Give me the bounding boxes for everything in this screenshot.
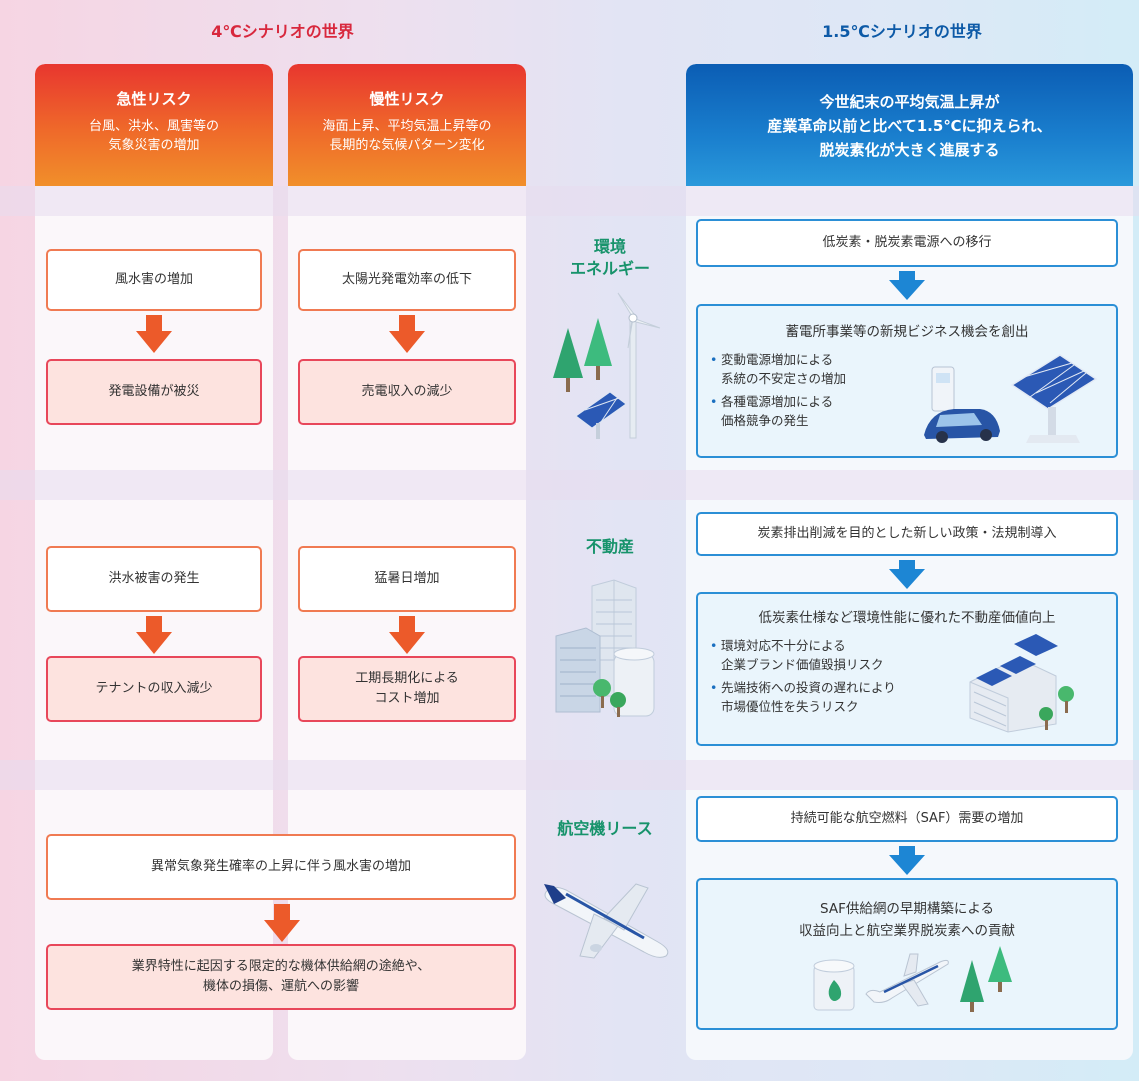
down-arrow-icon <box>899 846 915 856</box>
real-estate-acute-effect: テナントの収入減少 <box>46 656 262 722</box>
row-separator <box>0 470 1139 500</box>
acute-risk-title: 急性リスク <box>116 90 192 108</box>
aircraft-transition-title-line1: SAF供給網の早期構築による <box>820 901 994 917</box>
sector-label-energy-line2: エネルギー <box>569 259 650 278</box>
down-arrow-icon <box>389 331 425 353</box>
energy-chronic-cause: 太陽光発電効率の低下 <box>298 249 516 311</box>
down-arrow-icon <box>146 616 162 634</box>
down-arrow-icon <box>889 569 925 589</box>
energy-transition-cause: 低炭素・脱炭素電源への移行 <box>696 219 1118 267</box>
scenario-15c-header-line3: 脱炭素化が大きく進展する <box>819 141 1000 159</box>
bullet-line: 環境対応不十分による <box>721 638 846 653</box>
sector-label-energy: 環境 エネルギー <box>540 236 680 280</box>
down-arrow-icon <box>399 315 415 333</box>
ev-charger-solar-panel-icon <box>924 354 1098 443</box>
aircraft-transition-cause: 持続可能な航空燃料（SAF）需要の増加 <box>696 796 1118 842</box>
real-estate-acute-cause: 洪水被害の発生 <box>46 546 262 612</box>
buildings-icon <box>555 579 655 717</box>
down-arrow-icon <box>274 904 290 922</box>
down-arrow-icon <box>264 920 300 942</box>
aircraft-cause: 異常気象発生確率の上昇に伴う風水害の増加 <box>46 834 516 900</box>
sector-label-aircraft: 航空機リース <box>557 819 653 838</box>
wind-turbine-solar-icon <box>553 292 661 439</box>
real-estate-chronic-effect: 工期長期化による コスト増加 <box>298 656 516 722</box>
sector-label-energy-line1: 環境 <box>593 237 626 256</box>
real-estate-chronic-cause: 猛暑日増加 <box>298 546 516 612</box>
row-separator <box>0 760 1139 790</box>
row-separator <box>0 186 1139 216</box>
real-estate-transition-cause: 炭素排出削減を目的とした新しい政策・法規制導入 <box>696 512 1118 556</box>
real-estate-chronic-effect-line1: 工期長期化による <box>355 671 459 686</box>
acute-risk-header: 急性リスク 台風、洪水、風害等の 気象災害の増加 <box>35 64 273 186</box>
aircraft-effect-line2: 機体の損傷、運航への影響 <box>202 979 359 994</box>
down-arrow-icon <box>136 632 172 654</box>
aircraft-effect: 業界特性に起因する限定的な機体供給網の途絶や、 機体の損傷、運航への影響 <box>46 944 516 1010</box>
down-arrow-icon <box>399 616 415 634</box>
scenario-15c-header-line1: 今世紀末の平均気温上昇が <box>819 93 1000 111</box>
chronic-risk-title: 慢性リスク <box>369 90 445 108</box>
aircraft-transition-title: SAF供給網の早期構築による 収益向上と航空業界脱炭素への貢献 <box>698 898 1116 942</box>
scenario-15c-title: 1.5℃シナリオの世界 <box>822 22 982 41</box>
down-arrow-icon <box>889 280 925 300</box>
bullet-line: 各種電源増加による <box>721 394 834 409</box>
down-arrow-icon <box>136 331 172 353</box>
down-arrow-icon <box>389 632 425 654</box>
energy-acute-effect: 発電設備が被災 <box>46 359 262 425</box>
scenario-15c-header-line2: 産業革命以前と比べて1.5℃に抑えられ、 <box>767 117 1052 135</box>
chronic-risk-desc-line2: 長期的な気候パターン変化 <box>329 138 485 153</box>
solar-buildings-icon <box>969 634 1074 733</box>
energy-transition-title: 蓄電所事業等の新規ビジネス機会を創出 <box>785 324 1029 340</box>
chronic-risk-desc-line1: 海面上昇、平均気温上昇等の <box>322 119 492 134</box>
bullet-line: 変動電源増加による <box>721 352 834 367</box>
down-arrow-icon <box>899 271 915 281</box>
bullet-line: 市場優位性を失うリスク <box>721 699 859 714</box>
sector-label-real-estate: 不動産 <box>585 537 634 556</box>
down-arrow-icon <box>146 315 162 333</box>
scenario-15c-header: 今世紀末の平均気温上昇が 産業革命以前と比べて1.5℃に抑えられ、 脱炭素化が大… <box>686 64 1133 186</box>
energy-chronic-effect: 売電収入の減少 <box>298 359 516 425</box>
aircraft-opportunity-panel: SAF供給網の早期構築による 収益向上と航空業界脱炭素への貢献 <box>696 878 1118 1030</box>
acute-risk-desc-line2: 気象災害の増加 <box>108 138 200 153</box>
energy-acute-cause: 風水害の増加 <box>46 249 262 311</box>
bullet-line: 系統の不安定さの増加 <box>721 371 847 386</box>
scenario-4c-title: 4℃シナリオの世界 <box>211 22 354 41</box>
down-arrow-icon <box>889 855 925 875</box>
real-estate-chronic-effect-line2: コスト増加 <box>374 691 440 706</box>
chronic-risk-desc: 海面上昇、平均気温上昇等の 長期的な気候パターン変化 <box>288 117 526 155</box>
airplane-icon <box>544 883 669 959</box>
acute-risk-desc-line1: 台風、洪水、風害等の <box>88 119 219 134</box>
bullet-line: 先端技術への投資の遅れにより <box>721 680 896 695</box>
aircraft-effect-line1: 業界特性に起因する限定的な機体供給網の途絶や、 <box>131 959 431 974</box>
bullet-line: 企業ブランド価値毀損リスク <box>721 657 884 672</box>
real-estate-transition-title: 低炭素仕様など環境性能に優れた不動産価値向上 <box>758 610 1056 626</box>
saf-tank-airplane-trees-icon <box>813 946 1012 1012</box>
acute-risk-desc: 台風、洪水、風害等の 気象災害の増加 <box>35 117 273 155</box>
down-arrow-icon <box>899 560 915 570</box>
chronic-risk-header: 慢性リスク 海面上昇、平均気温上昇等の 長期的な気候パターン変化 <box>288 64 526 186</box>
aircraft-transition-title-line2: 収益向上と航空業界脱炭素への貢献 <box>799 923 1015 939</box>
bullet-line: 価格競争の発生 <box>721 413 809 428</box>
